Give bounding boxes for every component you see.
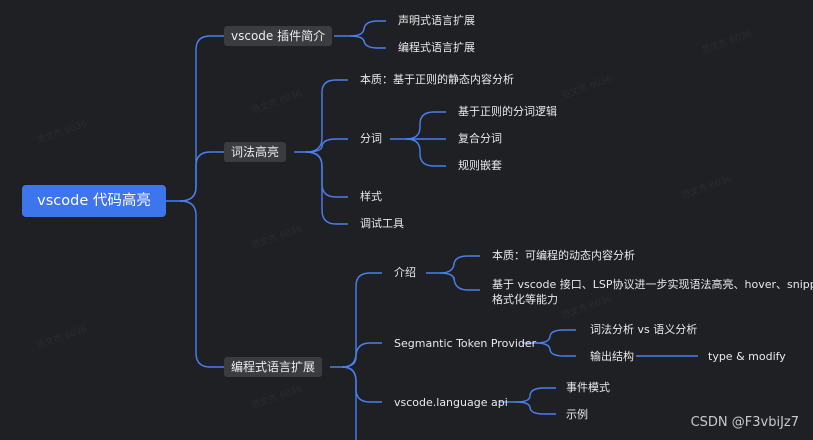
node-rule-nesting[interactable]: 规则嵌套 bbox=[458, 159, 502, 172]
intro-description-line1: 基于 vscode 接口、LSP协议进一步实现语法高亮、hover、snippe… bbox=[492, 278, 813, 291]
node-type-modify[interactable]: type & modify bbox=[708, 350, 786, 363]
node-dynamic-essence[interactable]: 本质：可编程的动态内容分析 bbox=[492, 249, 635, 262]
node-lexical-vs-semantic[interactable]: 词法分析 vs 语义分析 bbox=[590, 323, 698, 336]
node-plugin-intro[interactable]: vscode 插件简介 bbox=[224, 26, 333, 46]
node-tokenize[interactable]: 分词 bbox=[360, 132, 382, 145]
node-programmatic-extension[interactable]: 编程式语言扩展 bbox=[224, 357, 323, 377]
node-language-api[interactable]: vscode.language api bbox=[394, 396, 508, 409]
node-output-structure[interactable]: 输出结构 bbox=[590, 350, 634, 363]
node-declarative-extension[interactable]: 声明式语言扩展 bbox=[398, 14, 475, 27]
node-intro-description[interactable]: 基于 vscode 接口、LSP协议进一步实现语法高亮、hover、snippe… bbox=[492, 277, 813, 307]
node-intro[interactable]: 介绍 bbox=[394, 266, 416, 279]
csdn-footer-credit: CSDN @F3vbiJz7 bbox=[690, 415, 799, 430]
node-debug-tools[interactable]: 调试工具 bbox=[360, 217, 404, 230]
node-regex-tokenize[interactable]: 基于正则的分词逻辑 bbox=[458, 105, 557, 118]
node-event-mode[interactable]: 事件模式 bbox=[566, 381, 610, 394]
intro-description-line2: 格式化等能力 bbox=[492, 293, 558, 306]
node-compound-tokenize[interactable]: 复合分词 bbox=[458, 132, 502, 145]
node-lexical-highlight[interactable]: 词法高亮 bbox=[224, 142, 287, 162]
node-programmatic-extension-leaf[interactable]: 编程式语言扩展 bbox=[398, 41, 475, 54]
node-style[interactable]: 样式 bbox=[360, 190, 382, 203]
node-example[interactable]: 示例 bbox=[566, 408, 588, 421]
root-node[interactable]: vscode 代码高亮 bbox=[22, 185, 166, 217]
node-semantic-token-provider[interactable]: Segmantic Token Provider bbox=[394, 337, 537, 350]
node-lexical-essence[interactable]: 本质：基于正则的静态内容分析 bbox=[360, 73, 514, 86]
